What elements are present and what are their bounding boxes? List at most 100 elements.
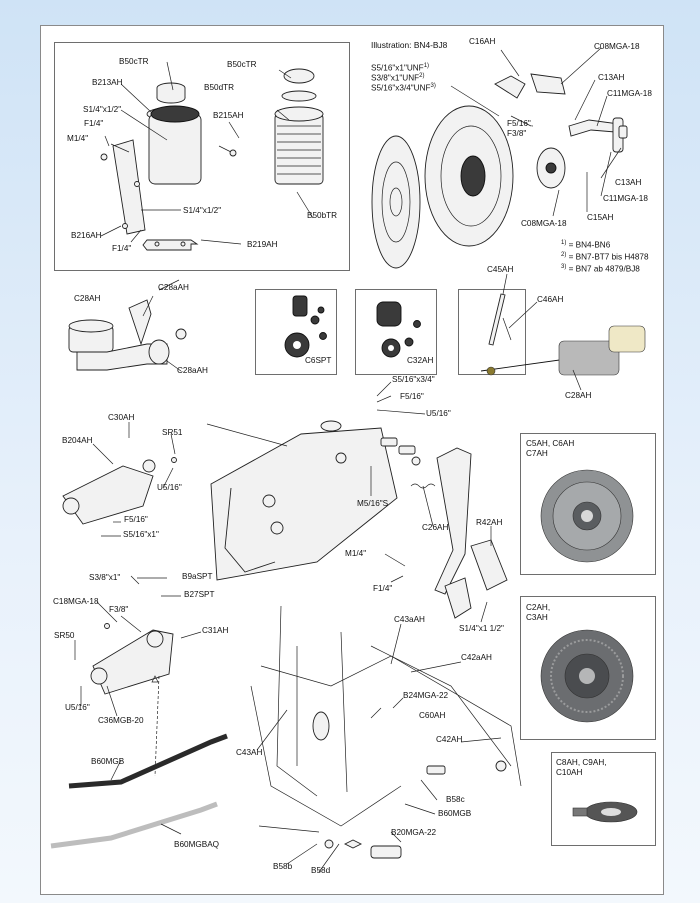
- label-r42ah: R42AH: [476, 518, 503, 527]
- label-u516-b: U5/16": [157, 483, 182, 492]
- footnote-3: 3) = BN7 ab 4879/BJ8: [561, 264, 640, 274]
- label-u516-c: U5/16": [65, 703, 90, 712]
- label-m14-b: M1/4": [345, 549, 367, 558]
- label-f516-b: F5/16": [400, 392, 424, 401]
- label-c15ah: C15AH: [587, 213, 614, 222]
- label-b9aspt: B9aSPT: [182, 572, 213, 581]
- seal-kit-c32ah-parts: [376, 301, 421, 358]
- pedal-box-drawing: [206, 420, 508, 619]
- seal-kit-c6spt-parts: [284, 295, 327, 358]
- footnote-1: 1) = BN4-BN6: [561, 240, 611, 250]
- label-s14x12: S1/4"x1/2": [83, 105, 122, 114]
- label-c18mga18: C18MGA-18: [53, 597, 99, 606]
- slave-cylinder-c30ah-drawing: [62, 457, 177, 525]
- slave-cylinder-c31ah-drawing: [90, 575, 174, 777]
- label-c45ah: C45AH: [487, 265, 514, 274]
- label-sr50: SR50: [54, 631, 75, 640]
- hydraulic-hoses-drawing: [50, 733, 228, 849]
- label-f38: F3/8": [507, 129, 527, 138]
- label-b60mgb-right: B60MGB: [438, 809, 472, 818]
- label-c42aah: C42aAH: [461, 653, 492, 662]
- label-s14x12-b: S1/4"x1/2": [183, 206, 222, 215]
- label-c11mga18-bottom: C11MGA-18: [603, 194, 648, 203]
- label-b27spt: B27SPT: [184, 590, 215, 599]
- label-s38x1: S3/8"x1"UNF2): [371, 73, 425, 83]
- label-c16ah: C16AH: [469, 37, 496, 46]
- label-b213ah: B213AH: [92, 78, 123, 87]
- exploded-view-drawing: [50, 47, 646, 873]
- label-c13ah-bottom: C13AH: [615, 178, 642, 187]
- label-f14-c: F1/4": [373, 584, 393, 593]
- master-cylinder-c28ah-drawing: [68, 299, 187, 371]
- label-c2ah: C2AH,: [526, 603, 551, 612]
- label-b204ah: B204AH: [62, 436, 93, 445]
- label-s38x1-c: S3/8"x1": [89, 573, 121, 582]
- label-c43ah: C43AH: [236, 748, 263, 757]
- label-c28aah-top: C28aAH: [158, 283, 189, 292]
- release-bearing-photo-panel: [551, 752, 656, 846]
- label-b58c: B58c: [446, 795, 465, 804]
- pipework-linkage-drawing: [250, 605, 522, 859]
- label-c13ah-top: C13AH: [598, 73, 625, 82]
- label-sr51: SR51: [162, 428, 183, 437]
- label-f14-a: F1/4": [84, 119, 104, 128]
- label-c11mga18-top: C11MGA-18: [607, 89, 652, 98]
- label-b50btr: B50bTR: [307, 211, 338, 220]
- label-f516-comma: F5/16",: [507, 119, 534, 128]
- label-c30ah: C30AH: [108, 413, 135, 422]
- footnote-2: 2) = BN7-BT7 bis H4878: [561, 252, 649, 262]
- parts-sheet: Illustration: BN4-BJ8 B50cTR B50cTR B50d…: [40, 25, 664, 895]
- clutch-assembly-drawing: [371, 73, 628, 269]
- label-m14-a: M1/4": [67, 134, 89, 143]
- label-c43aah: C43aAH: [394, 615, 425, 624]
- label-b219ah: B219AH: [247, 240, 278, 249]
- label-c26ah: C26AH: [422, 523, 449, 532]
- label-c7ah: C7AH: [526, 449, 548, 458]
- illustration-caption: Illustration: BN4-BJ8: [371, 40, 448, 50]
- label-c28ah-right: C28AH: [565, 391, 592, 400]
- label-b60mgb-left: B60MGB: [91, 757, 125, 766]
- master-cylinder-c28ah-right: [480, 325, 646, 376]
- pushrod-parts: [488, 293, 512, 346]
- label-b50dtr: B50dTR: [204, 83, 235, 92]
- label-b50ctr-left: B50cTR: [119, 57, 149, 66]
- bracket-b219ah-drawing: [142, 239, 199, 251]
- label-s516x1: S5/16"x1"UNF1): [371, 63, 430, 73]
- label-c8ah-c9ah: C8AH, C9AH,: [556, 758, 607, 767]
- label-b20mga22: B20MGA-22: [391, 828, 437, 837]
- label-b216ah: B216AH: [71, 231, 102, 240]
- label-s516x34-b: S5/16"x3/4": [392, 375, 435, 384]
- label-c10ah: C10AH: [556, 768, 583, 777]
- label-c28aah-bottom: C28aAH: [177, 366, 208, 375]
- clutch-disc-photo: [540, 629, 634, 723]
- label-c6spt: C6SPT: [305, 356, 332, 365]
- label-s14x112: S1/4"x1 1/2": [459, 624, 504, 633]
- filter-canister-drawing: [274, 68, 324, 185]
- label-c08mga18-bottom: C08MGA-18: [521, 219, 567, 228]
- label-c60ah: C60AH: [419, 711, 446, 720]
- label-f14-b: F1/4": [112, 244, 132, 253]
- leader-lines: [74, 47, 622, 873]
- label-c5ah-c6ah: C5AH, C6AH: [526, 439, 575, 448]
- label-c46ah: C46AH: [537, 295, 564, 304]
- label-m516s: M5/16"S: [357, 499, 389, 508]
- label-f516-c: F5/16": [124, 515, 148, 524]
- label-b58d: B58d: [311, 866, 331, 875]
- release-bearing-photo: [572, 801, 638, 823]
- label-c28ah-left: C28AH: [74, 294, 101, 303]
- label-c42ah: C42AH: [436, 735, 463, 744]
- label-b24mga22: B24MGA-22: [403, 691, 449, 700]
- clutch-cover-photo: [540, 469, 634, 563]
- label-s516x34: S5/16"x3/4"UNF3): [371, 83, 436, 93]
- label-b215ah: B215AH: [213, 111, 244, 120]
- label-b58b: B58b: [273, 862, 293, 871]
- label-b50ctr-right: B50cTR: [227, 60, 257, 69]
- label-f38-b: F3/8": [109, 605, 129, 614]
- label-u516-a: U5/16": [426, 409, 451, 418]
- label-b60mgbaq: B60MGBAQ: [174, 840, 220, 849]
- label-c3ah: C3AH: [526, 613, 548, 622]
- label-c32ah: C32AH: [407, 356, 434, 365]
- label-c31ah: C31AH: [202, 626, 229, 635]
- label-c08mga18-top: C08MGA-18: [594, 42, 640, 51]
- fluid-reservoir-drawing: [100, 82, 237, 235]
